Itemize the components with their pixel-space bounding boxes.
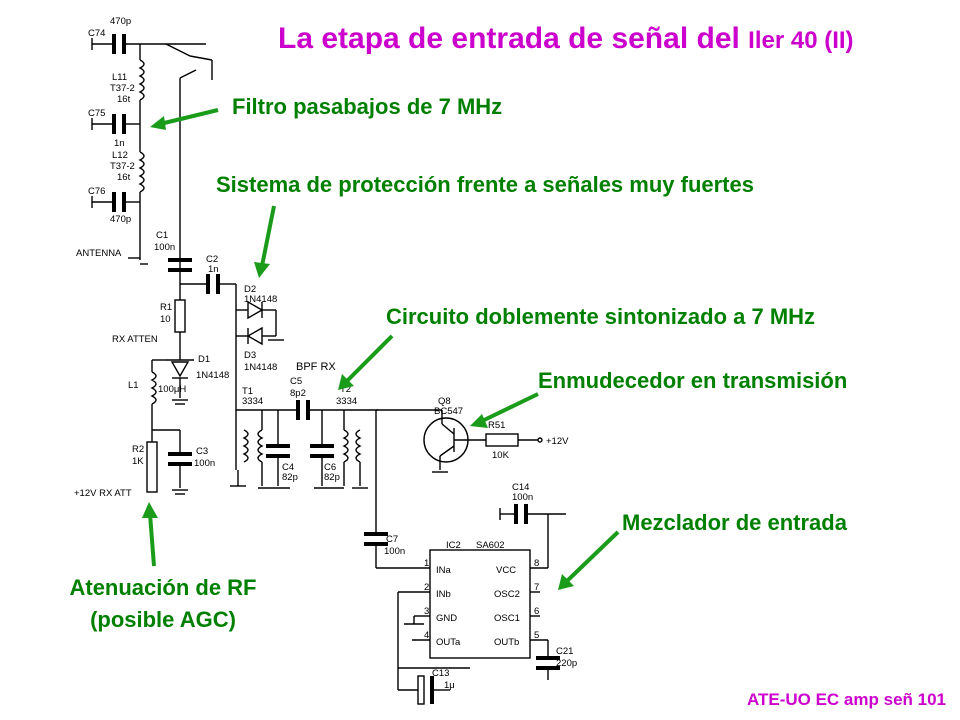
arrow-attenuation (142, 502, 158, 567)
label-r51-val: 10K (492, 450, 510, 461)
label-c13-val: 1μ (444, 680, 455, 691)
label-c1: C1 (156, 230, 168, 241)
label-r51: R51 (488, 420, 505, 431)
pin-label-osc1: OSC1 (494, 613, 520, 624)
label-rx-atten: RX ATTEN (112, 334, 158, 345)
label-c76: C76 (88, 186, 105, 197)
label-bpf: BPF RX (296, 361, 336, 373)
label-r2: R2 (132, 444, 144, 455)
title-main: La etapa de entrada de señal del (278, 22, 749, 55)
pin-3: 3 (424, 606, 429, 617)
label-c21: C21 (556, 646, 573, 657)
label-ic2: IC2 (446, 540, 461, 551)
label-c5: C5 (290, 376, 302, 387)
label-d1: D1 (198, 354, 210, 365)
label-l1-val: 100μH (158, 384, 186, 395)
arrow-mixer (558, 530, 620, 590)
label-c76-val: 470p (110, 214, 131, 225)
label-t2: T2 (340, 384, 351, 395)
label-c75: C75 (88, 108, 105, 119)
annotation-attenuation: Atenuación de RF (posible AGC) (44, 572, 282, 636)
label-t1: T1 (242, 386, 253, 397)
arrow-mute (470, 392, 539, 428)
pin-label-osc2: OSC2 (494, 589, 520, 600)
label-c6: C6 (324, 462, 336, 473)
pin-6: 6 (534, 606, 539, 617)
label-c5-val: 8p2 (290, 388, 306, 399)
pin-4: 4 (424, 630, 429, 641)
label-c4-val: 82p (282, 472, 298, 483)
pin-label-vcc: VCC (496, 565, 516, 576)
arrow-protection (254, 205, 276, 278)
label-d3-val: 1N4148 (244, 362, 277, 373)
label-rx-att-supply: +12V RX ATT (74, 488, 132, 499)
label-c3: C3 (196, 446, 208, 457)
arrow-lowpass (150, 108, 219, 130)
label-d3: D3 (244, 350, 256, 361)
annotation-protection: Sistema de protección frente a señales m… (216, 172, 754, 197)
label-c13: C13 (432, 668, 449, 679)
label-vcc-supply: +12V (546, 436, 569, 447)
label-d1-val: 1N4148 (196, 370, 229, 381)
pin-label-ina: INa (436, 565, 452, 576)
pin-1: 1 (424, 558, 429, 569)
pin-2: 2 (424, 582, 429, 593)
label-c74-val: 470p (110, 16, 131, 27)
label-d2-val: 1N4148 (244, 294, 277, 305)
label-l12: L12 (112, 150, 128, 161)
label-c2: C2 (206, 254, 218, 265)
pin-label-gnd: GND (436, 613, 457, 624)
pin-label-outb: OUTb (494, 637, 519, 648)
label-l11-core: T37-2 (110, 83, 135, 94)
title-suffix: Iler 40 (II) (748, 27, 854, 54)
label-c21-val: 220p (556, 658, 577, 669)
label-c74: C74 (88, 28, 105, 39)
label-c6-val: 82p (324, 472, 340, 483)
label-t2-val: 3334 (336, 396, 357, 407)
label-t1-val: 3334 (242, 396, 263, 407)
annotation-lowpass: Filtro pasabajos de 7 MHz (232, 94, 503, 119)
annotation-mute: Enmudecedor en transmisión (538, 368, 848, 393)
annotation-double-tuned: Circuito doblemente sintonizado a 7 MHz (386, 304, 816, 329)
label-c7: C7 (386, 534, 398, 545)
label-l1: L1 (128, 380, 139, 391)
page-title: La etapa de entrada de señal del Iler 40… (278, 22, 854, 56)
label-q8-val: BC547 (434, 406, 463, 417)
label-c14-val: 100n (512, 492, 533, 503)
arrow-double-tuned (338, 334, 394, 390)
label-l11: L11 (112, 72, 127, 83)
label-c1-val: 100n (154, 242, 175, 253)
label-ic2-val: SA602 (476, 540, 505, 551)
label-c3-val: 100n (194, 458, 215, 469)
label-r1: R1 (160, 302, 172, 313)
pin-label-inb: INb (436, 589, 451, 600)
label-l12-turns: 16t (117, 172, 131, 183)
pin-5: 5 (534, 630, 539, 641)
annotation-mixer: Mezclador de entrada (622, 510, 847, 535)
label-d2: D2 (244, 284, 256, 295)
label-antenna: ANTENNA (76, 248, 122, 259)
label-r1-val: 10 (160, 314, 171, 325)
label-c2-val: 1n (208, 264, 219, 275)
pin-7: 7 (534, 582, 539, 593)
annotation-attenuation-line2: (posible AGC) (90, 607, 236, 632)
label-l11-turns: 16t (117, 94, 131, 105)
label-q8: Q8 (438, 396, 451, 407)
annotation-attenuation-line1: Atenuación de RF (69, 575, 257, 600)
slide-footer: ATE-UO EC amp señ 101 (746, 690, 946, 709)
label-c14: C14 (512, 482, 529, 493)
pin-label-outa: OUTa (436, 637, 461, 648)
label-c7-val: 100n (384, 546, 405, 557)
label-c75-val: 1n (114, 138, 125, 149)
label-r2-val: 1K (132, 456, 144, 467)
label-c4: C4 (282, 462, 294, 473)
pin-8: 8 (534, 558, 539, 569)
label-l12-core: T37-2 (110, 161, 135, 172)
